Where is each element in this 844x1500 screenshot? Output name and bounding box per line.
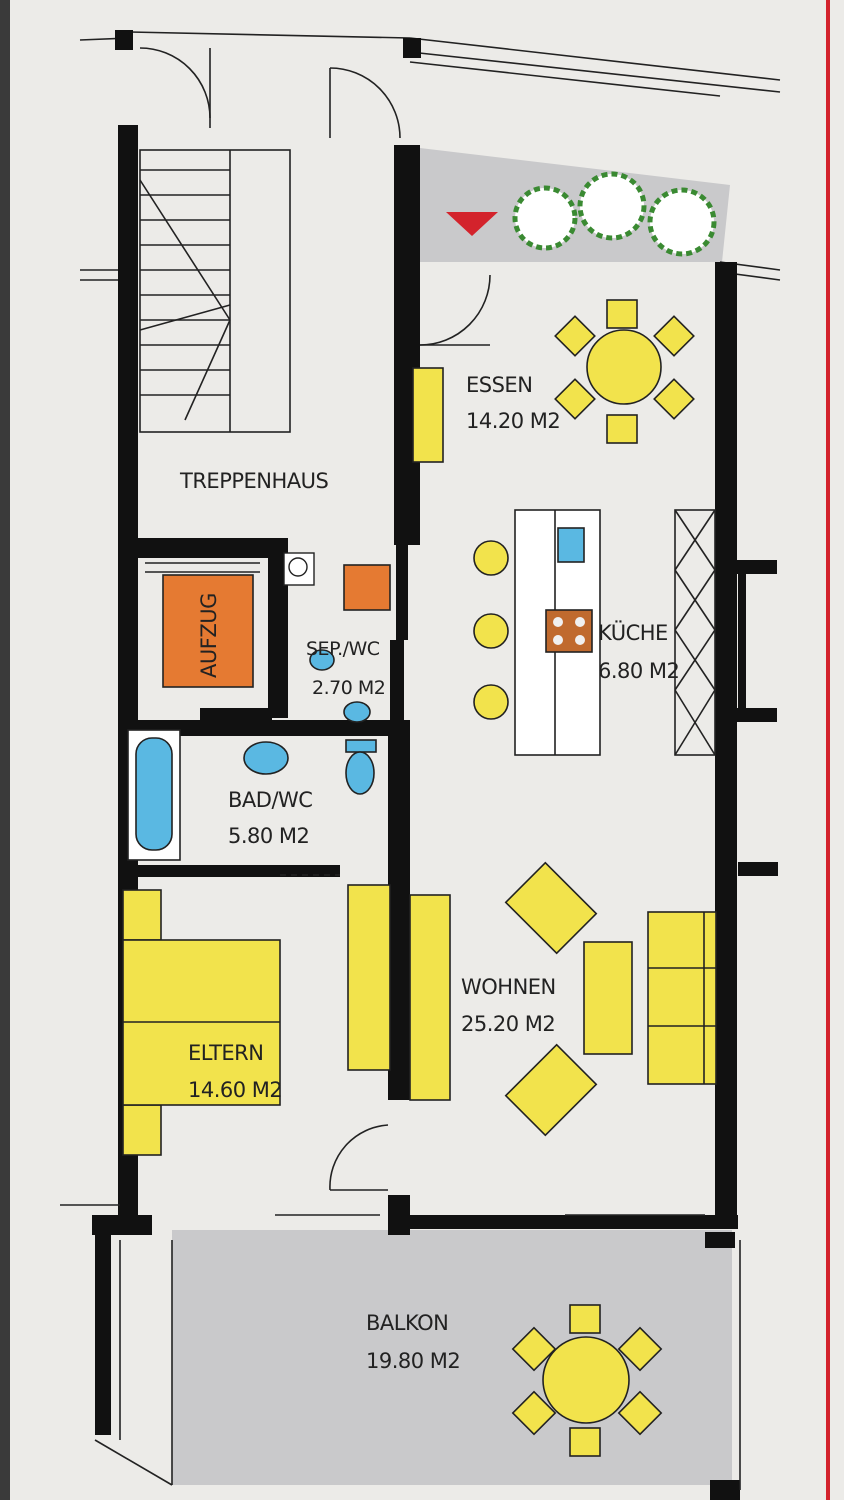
room-label-essen: ESSEN [466, 373, 532, 397]
red-margin-line [826, 0, 830, 1500]
kitchen-furniture [473, 509, 716, 756]
entrance-doors [139, 47, 401, 139]
room-area-essen: 14.20 M2 [466, 409, 560, 433]
living-room-furniture [329, 861, 717, 1191]
room-label-sep-wc: SEP./WC [306, 638, 380, 660]
balcony-railing [60, 1204, 741, 1490]
staircase [139, 149, 291, 433]
essen-door [419, 274, 491, 346]
room-area-sep-wc: 2.70 M2 [312, 677, 385, 699]
room-label-bad-wc: BAD/WC [228, 788, 312, 812]
balcony-dining-set [511, 1304, 663, 1457]
room-label-kueche: KÜCHE [598, 620, 668, 645]
entrance-arrow-icon [446, 212, 498, 236]
left-dark-edge [0, 0, 10, 1500]
planter-trees [512, 171, 717, 257]
room-area-eltern: 14.60 M2 [188, 1078, 282, 1102]
room-area-wohnen: 25.20 M2 [461, 1012, 555, 1036]
sep-wc-fixtures [283, 552, 391, 723]
bedroom-furniture [122, 884, 451, 1156]
room-area-bad-wc: 5.80 M2 [228, 824, 309, 848]
room-label-balkon: BALKON [366, 1311, 448, 1335]
room-label-eltern: ELTERN [188, 1041, 263, 1065]
elevator [145, 562, 260, 688]
dining-set [412, 299, 695, 463]
room-label-aufzug: AUFZUG [197, 593, 221, 678]
bathroom-fixtures [127, 729, 377, 876]
room-area-kueche: 6.80 M2 [598, 659, 679, 683]
room-area-balkon: 19.80 M2 [366, 1349, 460, 1373]
room-label-wohnen: WOHNEN [461, 975, 556, 999]
room-label-treppenhaus: TREPPENHAUS [179, 469, 329, 493]
